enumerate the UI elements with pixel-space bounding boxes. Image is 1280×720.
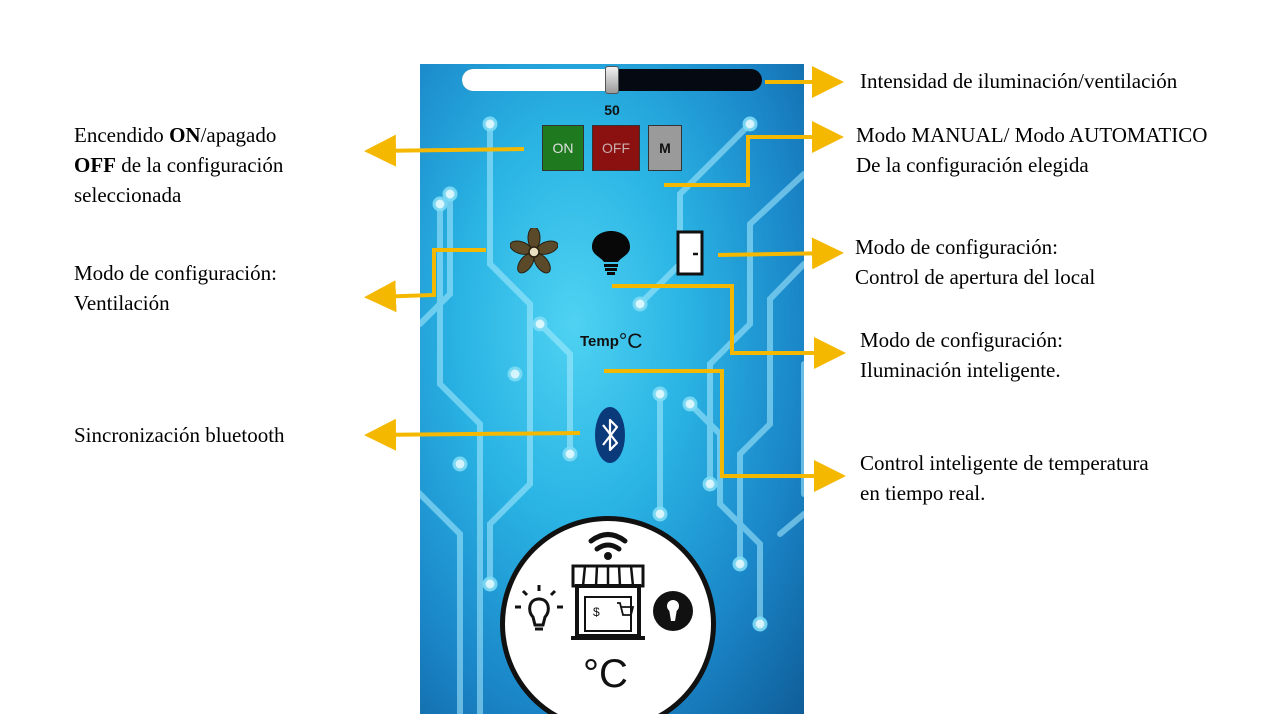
annotation-ventilation-line1: Modo de configuración: xyxy=(74,261,277,285)
logo-currency: $ xyxy=(593,605,600,619)
off-button[interactable]: OFF xyxy=(592,125,640,171)
intensity-slider[interactable] xyxy=(462,66,762,94)
annotation-on-off-text: /apagado xyxy=(200,123,277,147)
annotation-temperature-line2: en tiempo real. xyxy=(860,481,986,505)
app-screen: 50 ON OFF M Temp°C xyxy=(420,64,804,714)
annotation-on-off: Encendido ON/apagado OFF de la configura… xyxy=(74,120,283,210)
annotation-mode: Modo MANUAL/ Modo AUTOMATICO De la confi… xyxy=(856,120,1207,180)
bluetooth-icon[interactable] xyxy=(594,406,626,464)
annotation-door-line1: Modo de configuración: xyxy=(855,235,1058,259)
annotation-lighting: Modo de configuración: Iluminación intel… xyxy=(860,325,1063,385)
slider-fill xyxy=(462,69,612,91)
annotation-lighting-line2: Iluminación inteligente. xyxy=(860,358,1061,382)
store-icon xyxy=(571,564,645,640)
annotation-door-line2: Control de apertura del local xyxy=(855,265,1096,289)
temperature-unit: °C xyxy=(618,330,643,353)
logo-graphic: $ °C xyxy=(515,532,693,696)
slider-value: 50 xyxy=(604,102,620,118)
annotation-bluetooth: Sincronización bluetooth xyxy=(74,423,285,447)
annotation-mode-line1: Modo MANUAL/ Modo AUTOMATICO xyxy=(856,123,1208,147)
annotation-off-word: OFF xyxy=(74,153,116,177)
logo-unit: °C xyxy=(583,652,628,696)
on-button[interactable]: ON xyxy=(542,125,584,171)
annotation-intensity: Intensidad de iluminación/ventilación xyxy=(860,69,1178,93)
annotation-lighting-line1: Modo de configuración: xyxy=(860,328,1063,352)
annotation-ventilation-line2: Ventilación xyxy=(74,291,170,315)
app-logo: $ °C xyxy=(500,516,716,714)
annotation-on-word: ON xyxy=(169,123,201,147)
wifi-icon xyxy=(588,532,628,552)
annotation-ventilation: Modo de configuración: Ventilación xyxy=(74,258,277,318)
bulb-icon[interactable] xyxy=(588,230,634,276)
mode-button[interactable]: M xyxy=(648,125,682,171)
temperature-label: Temp xyxy=(580,333,619,350)
annotation-on-off-text: Encendido xyxy=(74,123,170,147)
annotation-mode-line2: De la configuración elegida xyxy=(856,153,1089,177)
annotation-on-off-text: de la configuración xyxy=(116,153,284,177)
annotation-on-off-text: seleccionada xyxy=(74,183,182,207)
slider-thumb[interactable] xyxy=(605,66,619,94)
annotation-door: Modo de configuración: Control de apertu… xyxy=(855,232,1095,292)
door-icon[interactable] xyxy=(676,230,704,276)
annotation-temperature: Control inteligente de temperatura en ti… xyxy=(860,448,1149,508)
annotation-temperature-line1: Control inteligente de temperatura xyxy=(860,451,1149,475)
keyhole-icon xyxy=(653,591,693,631)
fan-icon[interactable] xyxy=(510,228,558,276)
temperature-readout: Temp°C xyxy=(580,330,642,354)
lightbulb-icon xyxy=(515,585,563,631)
